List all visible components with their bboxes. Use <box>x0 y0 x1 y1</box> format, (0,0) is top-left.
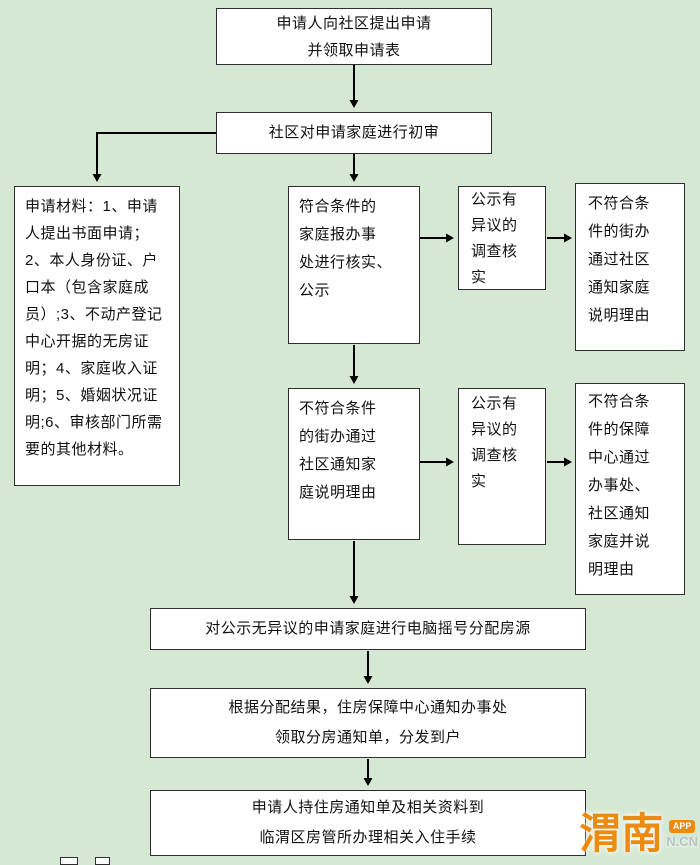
arrow-review-to-materials <box>92 132 216 182</box>
watermark-domain: N.CN <box>666 834 698 849</box>
flow-step-unqualified-center: 不符合条 件的保障 中心通过 办事处、 社区通知 家庭并说 明理由 <box>575 383 685 595</box>
flow-step-materials: 申请材料：1、申请人提出书面申请；2、本人身份证、户口本（包含家庭成员）;3、不… <box>14 186 180 486</box>
watermark: 渭南 APP N.CN <box>579 813 698 855</box>
flow-step-checkin: 申请人持住房通知单及相关资料到 临渭区房管所办理相关入住手续 <box>150 790 586 856</box>
flow-step-distribute: 根据分配结果，住房保障中心通知办事处 领取分房通知单，分发到户 <box>150 688 586 758</box>
cutoff-box-stub <box>60 857 78 865</box>
cutoff-box-stub <box>95 857 110 865</box>
flow-step-lottery: 对公示无异议的申请家庭进行电脑摇号分配房源 <box>150 608 586 650</box>
flow-step-initial-review: 社区对申请家庭进行初审 <box>216 112 492 154</box>
watermark-app-badge: APP <box>668 820 696 833</box>
flow-step-apply: 申请人向社区提出申请 并领取申请表 <box>216 8 492 65</box>
flow-step-qualified: 符合条件的 家庭报办事 处进行核实、 公示 <box>288 186 420 344</box>
flow-step-objection-top: 公示有 异议的 调查核 实 <box>458 186 546 290</box>
watermark-side: APP N.CN <box>666 820 698 848</box>
watermark-brand-logo: 渭南 <box>579 810 664 857</box>
flow-step-objection-bottom: 公示有 异议的 调查核 实 <box>458 388 546 545</box>
flow-step-unqualified-street-mid: 不符合条件 的街办通过 社区通知家 庭说明理由 <box>288 388 420 540</box>
flow-step-unqualified-street-top: 不符合条 件的街办 通过社区 通知家庭 说明理由 <box>575 183 685 351</box>
